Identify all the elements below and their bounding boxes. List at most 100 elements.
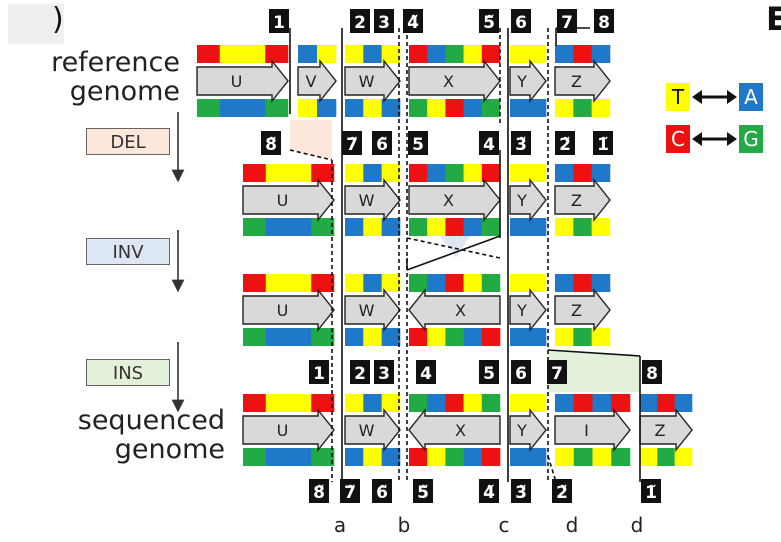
legend-c-box: C (666, 125, 690, 153)
ref-bottom-marker-8: 1̃ (593, 131, 613, 155)
gene-label: I (584, 421, 589, 440)
base-bottom (243, 328, 267, 346)
base-bottom (573, 328, 592, 346)
base-bottom (573, 448, 593, 466)
seq-bottom-marker-2: 7̃ (340, 479, 360, 503)
base-top (427, 164, 446, 182)
base-top (481, 164, 501, 182)
gene-arrow (509, 288, 547, 332)
insertion-region (548, 350, 640, 392)
base-bottom (510, 218, 529, 236)
marker-box (309, 360, 329, 384)
marker-box (557, 9, 577, 33)
base-top (510, 45, 529, 63)
seq-bottom-marker-7: 2̃ (552, 479, 572, 503)
base-top (591, 164, 611, 182)
base-top (345, 274, 364, 292)
gene-w-row2: W (344, 164, 401, 236)
marker-label: 7̃ (346, 135, 358, 155)
gene-label: U (277, 421, 289, 440)
gene-label: Z (571, 72, 582, 91)
base-bottom (288, 328, 312, 346)
base-top (591, 45, 611, 63)
gene-arrow (554, 178, 611, 222)
base-top (573, 164, 592, 182)
breakpoint-b-2: b (398, 513, 411, 537)
gene-u-row3: U (242, 274, 335, 346)
base-bottom (345, 99, 364, 117)
gene-w-row3: W (344, 274, 401, 346)
ref-bottom-marker-6: 3̃ (511, 131, 531, 155)
marker-label: 5̃ (483, 13, 495, 33)
sequenced-label-line2: genome (114, 434, 225, 465)
deletion-region (290, 120, 332, 160)
marker-label: 6 (515, 13, 527, 33)
seq-top-marker-5: 5 (479, 360, 499, 384)
base-bottom (592, 448, 612, 466)
base-top (481, 45, 501, 63)
base-bottom (528, 328, 547, 346)
base-top (555, 394, 575, 412)
base-top (573, 394, 593, 412)
seq-top-marker-2: 2 (350, 360, 370, 384)
gene-label: W (359, 191, 375, 210)
gene-label: W (359, 301, 375, 320)
marker-box (350, 9, 370, 33)
base-top (555, 45, 574, 63)
ref-bottom-marker-3: 6̃ (372, 131, 392, 155)
gene-y-row4: Y (509, 394, 547, 466)
boundary-line (406, 235, 501, 271)
marker-label: 6̃ (376, 483, 388, 503)
ref-bottom-marker-1: 8̃ (261, 131, 281, 155)
base-top (409, 164, 428, 182)
base-top (288, 164, 312, 182)
panel-letter-right: E (766, 0, 781, 38)
gene-label: Y (516, 72, 527, 91)
base-bottom (445, 218, 464, 236)
base-top (657, 394, 675, 412)
ref-top-marker-3: 3 (374, 9, 394, 33)
marker-label: 2̃ (556, 483, 568, 503)
gene-x-row3: X (408, 274, 501, 346)
base-top (463, 45, 483, 63)
base-top (381, 274, 401, 292)
gene-label: U (277, 301, 289, 320)
base-bottom (591, 99, 611, 117)
base-bottom (611, 448, 631, 466)
base-top (555, 164, 574, 182)
boundary-line (547, 349, 641, 357)
base-top (481, 274, 501, 292)
base-top (528, 394, 547, 412)
boundary-line (547, 455, 557, 483)
base-bottom (445, 448, 464, 466)
base-top (243, 394, 267, 412)
base-bottom (381, 448, 401, 466)
base-top (243, 164, 267, 182)
base-bottom (573, 99, 592, 117)
base-bottom (481, 328, 501, 346)
base-bottom (463, 218, 483, 236)
gene-label: Y (516, 301, 527, 320)
base-top (528, 164, 547, 182)
base-bottom (311, 328, 335, 346)
base-top (445, 274, 464, 292)
marker-label: 5 (483, 364, 495, 384)
marker-box (372, 479, 392, 503)
marker-box (342, 131, 362, 155)
base-bottom (409, 99, 428, 117)
base-bottom (510, 328, 529, 346)
gene-label: Y (516, 421, 527, 440)
base-top (265, 45, 289, 63)
base-top (363, 274, 382, 292)
gene-arrow (509, 408, 547, 452)
panel-letter: ) (52, 2, 64, 37)
base-bottom (243, 218, 267, 236)
marker-box (555, 131, 575, 155)
base-bottom (409, 448, 428, 466)
marker-box (479, 479, 499, 503)
gene-u-row2: U (242, 164, 335, 236)
marker-label: 8̃ (265, 135, 277, 155)
marker-label: 7 (551, 364, 563, 384)
panel-letter-background (8, 4, 64, 44)
base-bottom (481, 218, 501, 236)
